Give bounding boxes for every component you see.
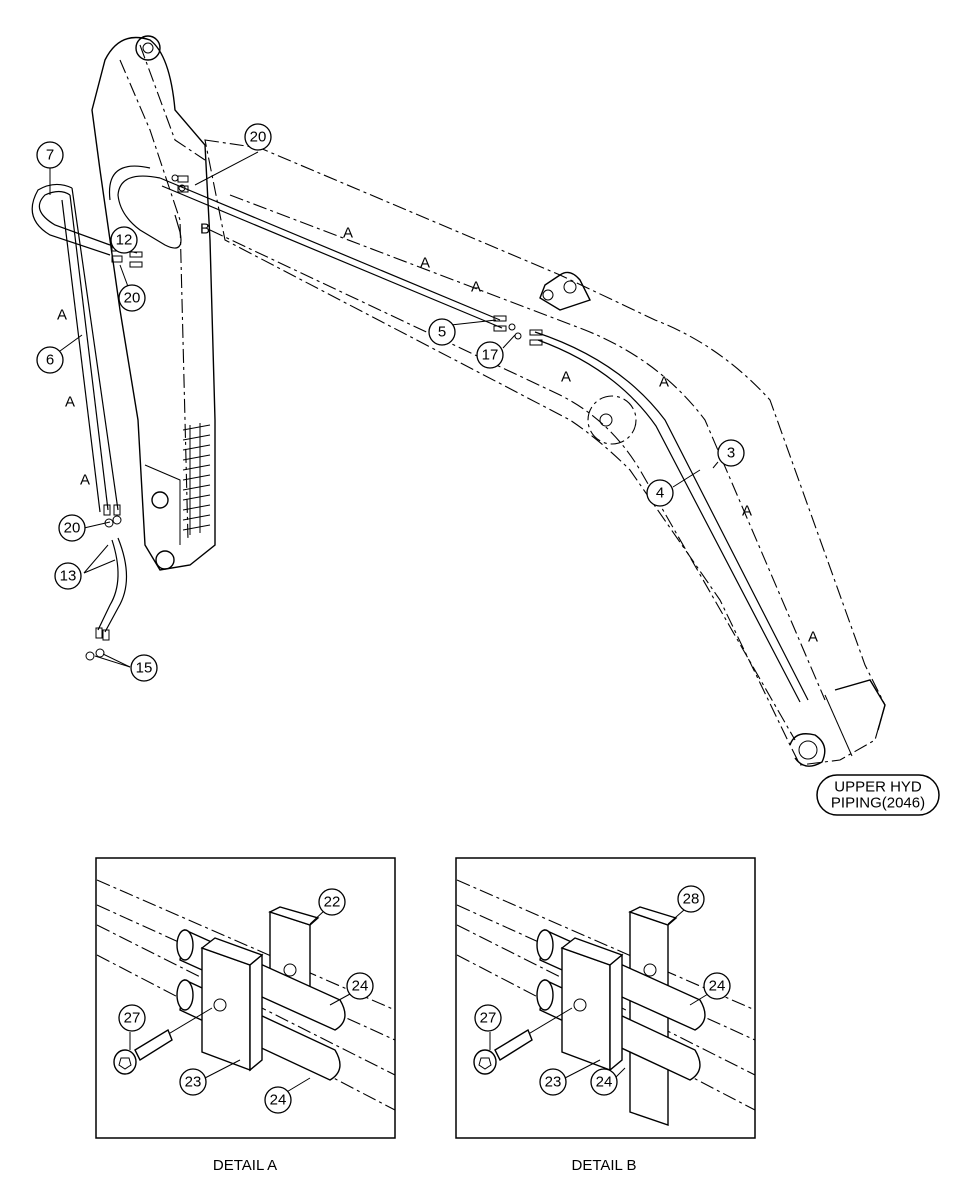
callout-28: 28 [677,885,705,913]
svg-text:22: 22 [324,894,341,911]
detail-a-caption: DETAIL A [213,1157,277,1174]
svg-text:24: 24 [709,978,726,995]
section-letter-a: A [65,394,75,411]
arm-outline [91,35,216,571]
svg-text:20: 20 [124,290,141,307]
svg-text:15: 15 [136,660,153,677]
callout-5: 5 [428,318,456,346]
svg-text:27: 27 [480,1010,497,1027]
reference-box-line1: UPPER HYD [834,779,922,796]
svg-text:7: 7 [46,147,54,164]
svg-text:23: 23 [185,1074,202,1091]
svg-text:27: 27 [124,1010,141,1027]
svg-text:17: 17 [482,347,499,364]
callout-20-mid: 20 [118,284,146,312]
section-letter-a: A [57,307,67,324]
svg-text:20: 20 [250,129,267,146]
svg-text:5: 5 [438,324,446,341]
callout-17: 17 [476,341,504,369]
section-letter-a: A [742,503,752,520]
boom-outline [204,139,886,767]
svg-text:24: 24 [596,1074,613,1091]
svg-text:24: 24 [352,978,369,995]
callout-20-low: 20 [58,514,86,542]
callout-23-b: 23 [539,1068,567,1096]
callout-13: 13 [54,562,82,590]
svg-text:3: 3 [727,445,735,462]
section-letter-a: A [659,374,669,391]
callout-22: 22 [318,888,346,916]
section-letter-a: A [420,255,430,272]
callout-24-a2: 24 [264,1086,292,1114]
callout-3: 3 [717,439,745,467]
callouts: 20 7 12 20 6 5 17 3 4 20 13 15 A A A A A… [36,123,940,816]
svg-text:13: 13 [60,568,77,585]
callout-24-b2: 24 [590,1068,618,1096]
svg-text:20: 20 [64,520,81,537]
callout-7: 7 [36,141,64,169]
callout-4: 4 [646,479,674,507]
callout-24-a1: 24 [346,972,374,1000]
detail-b-caption: DETAIL B [571,1157,636,1174]
svg-text:28: 28 [683,891,700,908]
section-letter-a: A [808,629,818,646]
reference-box [816,774,940,816]
section-letter-a: A [343,225,353,242]
svg-text:4: 4 [656,485,664,502]
callout-15: 15 [130,654,158,682]
reference-box-line2: PIPING(2046) [831,795,925,812]
callout-12: 12 [110,226,138,254]
callout-27-b: 27 [474,1004,502,1032]
detail-a: 22 24 27 23 24 [95,857,396,1139]
callout-24-b1: 24 [703,972,731,1000]
callout-23-a: 23 [179,1068,207,1096]
detail-b: 28 24 27 23 24 [455,857,756,1139]
callout-27-a: 27 [118,1004,146,1032]
section-letter-a: A [561,369,571,386]
callout-20-top: 20 [244,123,272,151]
hydraulic-pipes [31,165,809,703]
section-letter-a: A [80,472,90,489]
section-letter-b: B [200,221,210,238]
svg-text:24: 24 [270,1092,287,1109]
section-letter-a: A [471,279,481,296]
svg-text:6: 6 [46,352,54,369]
svg-text:12: 12 [116,232,133,249]
svg-text:23: 23 [545,1074,562,1091]
callout-6: 6 [36,346,64,374]
